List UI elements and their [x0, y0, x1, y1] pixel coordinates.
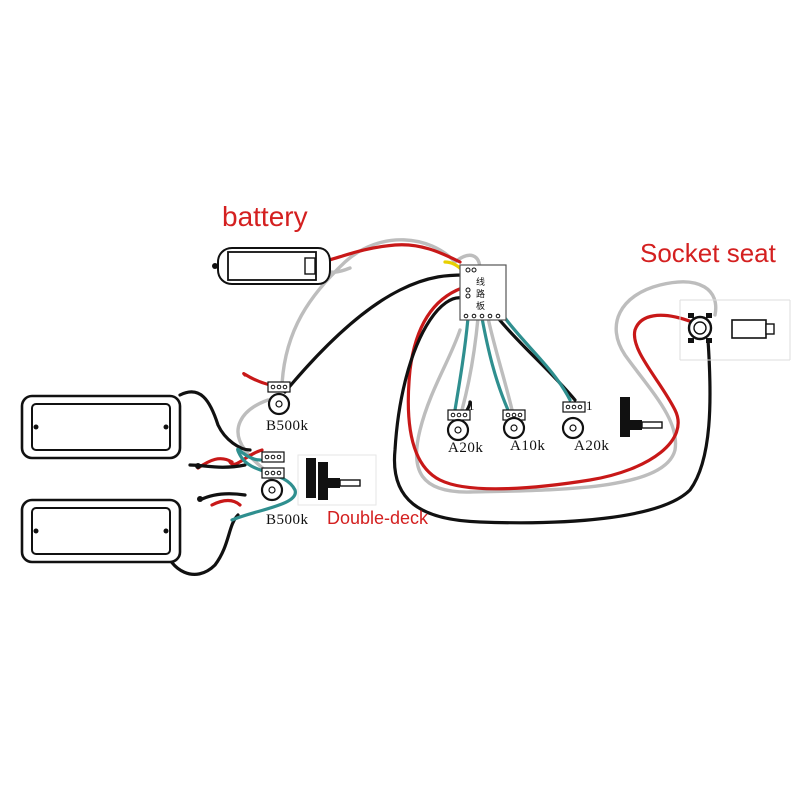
switch-side-view: [620, 397, 663, 437]
circuit-board-label-2: 路: [476, 288, 485, 300]
pot-b500k-upper-label: B500k: [266, 418, 309, 434]
black-wire-pickup-top-loop: [178, 390, 252, 452]
teal-wire-pot-a10k: [480, 316, 510, 412]
gray-wire-pot-a10k: [486, 316, 514, 412]
pot-a10k-label: A10k: [510, 438, 545, 454]
red-wire-pickup-lower: [210, 498, 242, 507]
black-wire-pot-a20k-right: [496, 316, 577, 402]
pot-a20k-left-label: A20k: [448, 440, 483, 456]
pot-a20k-right-pin-marker: 1: [586, 398, 593, 413]
red-wire-battery-board: [316, 243, 462, 265]
pickup-lower-terminal: [197, 496, 203, 502]
battery-label: battery: [222, 201, 308, 232]
pot-a20k-right-label: A20k: [574, 438, 609, 454]
pot-a10k: [502, 409, 526, 440]
red-wire-pot-upper: [242, 372, 272, 387]
black-wire-socket-loop: [392, 296, 712, 525]
gray-wire-battery-loop: [280, 238, 457, 387]
double-deck-label: Double-deck: [327, 508, 429, 528]
pot-b500k-lower: [260, 451, 285, 502]
black-wire-pickup-lower-short: [198, 492, 247, 502]
double-deck-pot-side-view: [297, 454, 377, 506]
circuit-board-label-1: 线: [476, 276, 485, 288]
gray-wire-pot-a20k: [460, 316, 480, 412]
gray-wire-socket-loop: [414, 280, 718, 494]
pot-a20k-left: [446, 409, 471, 442]
black-wire-pickup-upper-short: [188, 463, 247, 469]
socket-seat: [679, 299, 791, 361]
circuit-board: 线 路 板: [459, 264, 507, 321]
black-wire-battery-pot: [283, 273, 467, 394]
battery-holder: [212, 247, 331, 285]
red-wire-socket-loop: [406, 286, 694, 491]
teal-wire-pot-a20k-right: [503, 316, 572, 402]
socket-seat-label: Socket seat: [640, 238, 777, 268]
black-wire-pickup-bottom-loop: [163, 513, 240, 576]
circuit-board-label-3: 板: [476, 300, 485, 312]
teal-wire-pot-a20k-left: [453, 316, 470, 412]
pickup-upper-terminal: [195, 463, 201, 469]
pickup-lower: [20, 498, 182, 564]
pot-b500k-upper: [267, 381, 291, 416]
pot-a20k-right: [561, 401, 586, 440]
pot-a20k-left-pin-marker: 1: [468, 398, 475, 413]
pot-b500k-lower-label: B500k: [266, 512, 309, 528]
pickup-upper: [20, 394, 182, 460]
wires: [163, 238, 718, 576]
